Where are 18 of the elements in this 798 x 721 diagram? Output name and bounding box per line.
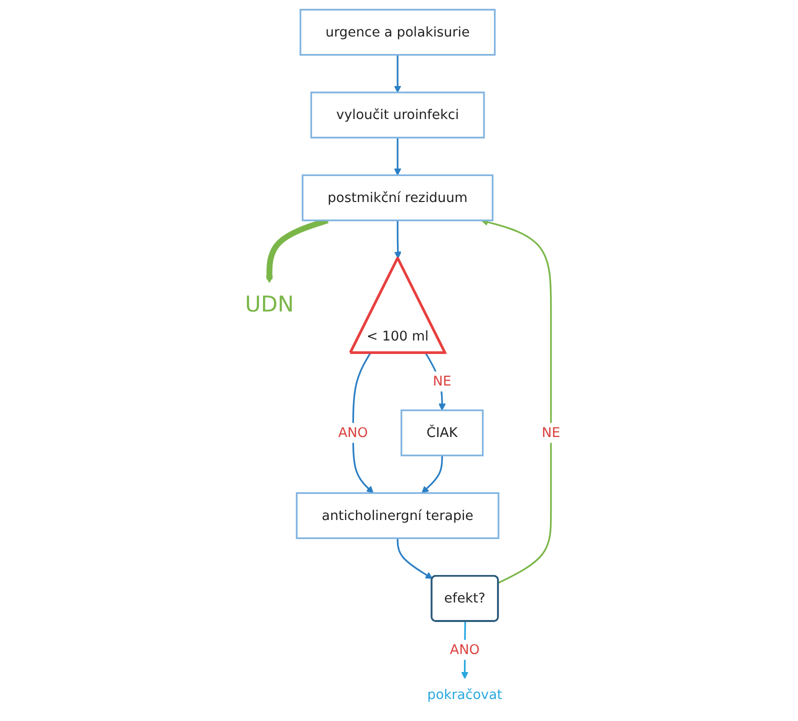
arrow	[394, 54, 401, 93]
edge-label: ANO	[338, 424, 368, 440]
arrow	[394, 138, 401, 176]
arrow	[424, 352, 446, 411]
node-box: ČIAK	[400, 409, 484, 456]
node-text: pokračovat	[426, 686, 502, 703]
arrow	[421, 455, 442, 494]
arrow	[394, 220, 402, 259]
edge-label: NE	[432, 373, 451, 389]
arrow	[396, 538, 432, 579]
node-box: postmikční reziduum	[301, 174, 493, 222]
node-box: vyloučit uroinfekci	[310, 92, 484, 138]
node-box: anticholinergní terapie	[295, 492, 499, 540]
node-box: urgence a polakisurie	[299, 8, 496, 56]
node-text: UDN	[244, 292, 294, 318]
edge-label: NE	[541, 424, 560, 440]
edge-label: ANO	[449, 641, 480, 658]
arrow	[480, 218, 552, 584]
